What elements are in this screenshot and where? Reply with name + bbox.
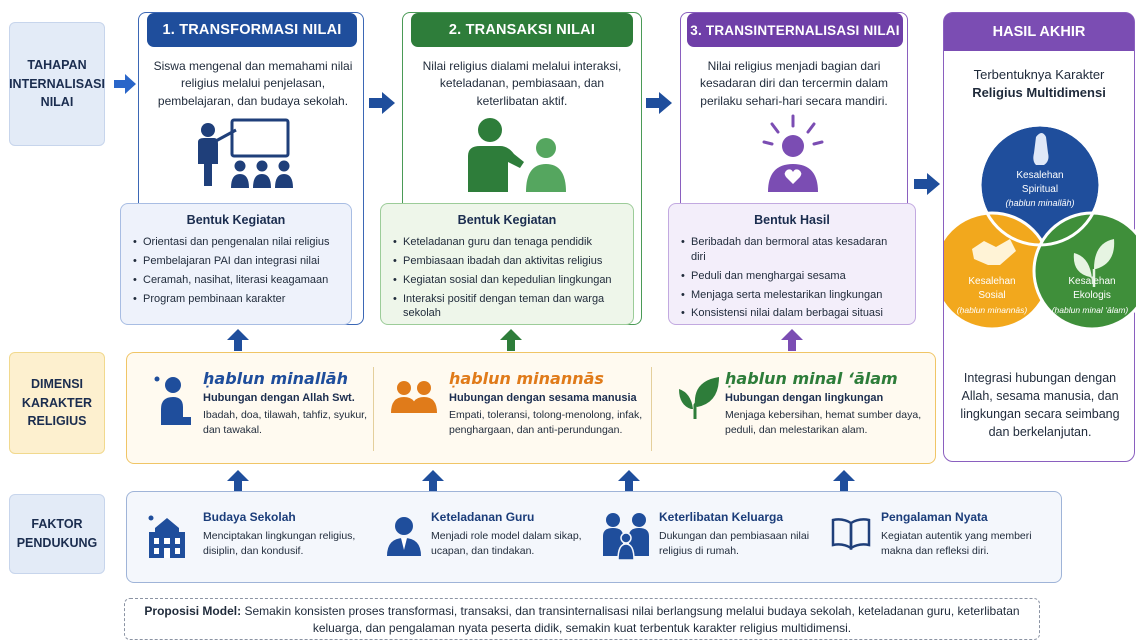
final-result-subtitle-1: Terbentuknya Karakter xyxy=(973,67,1105,82)
arrow-up-icon xyxy=(833,470,855,492)
teacher-classroom-icon xyxy=(198,118,293,188)
open-book-icon xyxy=(831,518,871,550)
dimension-allah: ḥablun minallāh Hubungan dengan Allah Sw… xyxy=(149,353,379,463)
support-title: Keteladanan Guru xyxy=(431,510,535,524)
dimension-people: ḥablun minannās Hubungan dengan sesama m… xyxy=(391,353,657,463)
dimension-text: Menjaga kebersihan, hemat sumber daya, p… xyxy=(725,409,922,437)
proposition-label: Proposisi Model: xyxy=(144,604,242,618)
arrow-right-icon xyxy=(114,74,136,94)
final-result-title: HASIL AKHIR xyxy=(944,13,1134,51)
support-text: Kegiatan autentik yang memberi makna dan… xyxy=(881,530,1032,558)
three-piety-diagram xyxy=(944,123,1136,331)
dimension-title: ḥablun minallāh xyxy=(203,369,348,388)
result-box-title: Bentuk Hasil xyxy=(754,213,830,227)
divider xyxy=(373,367,374,451)
dimension-subtitle: Hubungan dengan sesama manusia xyxy=(449,392,637,404)
family-icon xyxy=(603,513,649,560)
final-result-footer: Integrasi hubungan dengan Allah, sesama … xyxy=(960,371,1120,440)
supports-panel: Budaya Sekolah Menciptakan lingkungan re… xyxy=(126,491,1062,583)
dimension-title: ḥablun minal ‘ālam xyxy=(725,369,898,388)
support-title: Pengalaman Nyata xyxy=(881,510,988,524)
school-building-icon xyxy=(148,515,185,558)
support-text: Menciptakan lingkungan religius, disipli… xyxy=(203,530,356,558)
row-label-dimensions: DIMENSI KARAKTER RELIGIUS xyxy=(9,352,105,454)
spiritual-piety-sub: (ḥablun minallāh) xyxy=(1005,198,1075,208)
divider xyxy=(651,367,652,451)
two-people-icon xyxy=(391,381,437,413)
arrow-right-icon xyxy=(914,173,940,195)
dimension-subtitle: Hubungan dengan Allah Swt. xyxy=(203,392,355,404)
ecological-piety-sub: (ḥablun minal ‘ālam) xyxy=(1051,305,1129,315)
arrow-up-icon xyxy=(618,470,640,492)
row-label-supports: FAKTOR PENDUKUNG xyxy=(9,494,105,574)
proposition-text: Semakin konsisten proses transformasi, t… xyxy=(244,604,1020,635)
dimensions-panel: ḥablun minallāh Hubungan dengan Allah Sw… xyxy=(126,352,936,464)
teacher-icon xyxy=(387,517,421,556)
support-text: Menjadi role model dalam sikap, ucapan, … xyxy=(431,530,582,558)
self-awareness-icon xyxy=(762,114,824,192)
arrow-up-icon xyxy=(500,329,522,351)
stage-description: Siswa mengenal dan memahami nilai religi… xyxy=(153,59,353,108)
stage-description: Nilai religius menjadi bagian dari kesad… xyxy=(699,59,889,108)
list-item: Beribadah dan bermoral atas kesadaran di… xyxy=(681,235,905,265)
list-item: Program pembinaan karakter xyxy=(133,292,341,307)
stage-description: Nilai religius dialami melalui interaksi… xyxy=(422,59,622,108)
stage-title: 2. TRANSAKSI NILAI xyxy=(411,13,633,47)
spiritual-piety-label: Kesalehan Spiritual xyxy=(1016,170,1064,195)
list-item: Menjaga serta melestarikan lingkungan xyxy=(681,288,905,303)
ecological-piety-label: Kesalehan Ekologis xyxy=(1068,276,1116,301)
arrow-right-icon xyxy=(369,92,395,114)
row-label-stages: TAHAPAN INTERNALISASI NILAI xyxy=(9,22,105,146)
list-item: Konsistensi nilai dalam berbagai situasi xyxy=(681,306,905,321)
final-result-subtitle-2: Religius Multidimensi xyxy=(972,85,1106,100)
dimension-subtitle: Hubungan dengan lingkungan xyxy=(725,392,884,404)
dimension-text: Empati, toleransi, tolong-menolong, infa… xyxy=(449,409,643,437)
social-piety-label: Kesalehan Sosial xyxy=(968,276,1016,301)
stage-title: 1. TRANSFORMASI NILAI xyxy=(147,13,357,47)
arrow-up-icon xyxy=(227,329,249,351)
stage-title: 3. TRANSINTERNALISASI NILAI xyxy=(687,13,903,47)
social-piety-sub: (ḥablun minannās) xyxy=(956,305,1028,315)
list-item: Kegiatan sosial dan kepedulian lingkunga… xyxy=(393,273,623,288)
arrow-right-icon xyxy=(646,92,672,114)
support-text: Dukungan dan pembiasaan nilai religius d… xyxy=(659,530,810,558)
list-item: Interaksi positif dengan teman dan warga… xyxy=(393,292,623,322)
list-item: Pembiasaan ibadah dan aktivitas religius xyxy=(393,254,623,269)
support-title: Budaya Sekolah xyxy=(203,510,296,524)
activity-box: Bentuk Kegiatan Orientasi dan pengenalan… xyxy=(120,203,352,325)
leaf-icon xyxy=(679,377,719,419)
model-proposition: Proposisi Model: Semakin konsisten prose… xyxy=(124,598,1040,640)
support-title: Keterlibatan Keluarga xyxy=(659,510,784,524)
arrow-up-icon xyxy=(781,329,803,351)
final-result-panel: HASIL AKHIR Terbentuknya Karakter Religi… xyxy=(943,12,1136,462)
list-item: Keteladanan guru dan tenaga pendidik xyxy=(393,235,623,250)
people-interaction-icon xyxy=(468,118,566,192)
arrow-up-icon xyxy=(422,470,444,492)
dimension-environment: ḥablun minal ‘ālam Hubungan dengan lingk… xyxy=(679,353,929,463)
activity-box: Bentuk Kegiatan Keteladanan guru dan ten… xyxy=(380,203,634,325)
list-item: Peduli dan menghargai sesama xyxy=(681,269,905,284)
dimension-text: Ibadah, doa, tilawah, tahfiz, syukur, da… xyxy=(203,409,368,437)
activity-box-title: Bentuk Kegiatan xyxy=(186,213,286,227)
activity-box-title: Bentuk Kegiatan xyxy=(457,213,557,227)
list-item: Orientasi dan pengenalan nilai religius xyxy=(133,235,341,250)
arrow-up-icon xyxy=(227,470,249,492)
dimension-title: ḥablun minannās xyxy=(449,369,604,388)
praying-person-icon xyxy=(154,376,191,425)
result-box: Bentuk Hasil Beribadah dan bermoral atas… xyxy=(668,203,916,325)
list-item: Ceramah, nasihat, literasi keagamaan xyxy=(133,273,341,288)
list-item: Pembelajaran PAI dan integrasi nilai xyxy=(133,254,341,269)
